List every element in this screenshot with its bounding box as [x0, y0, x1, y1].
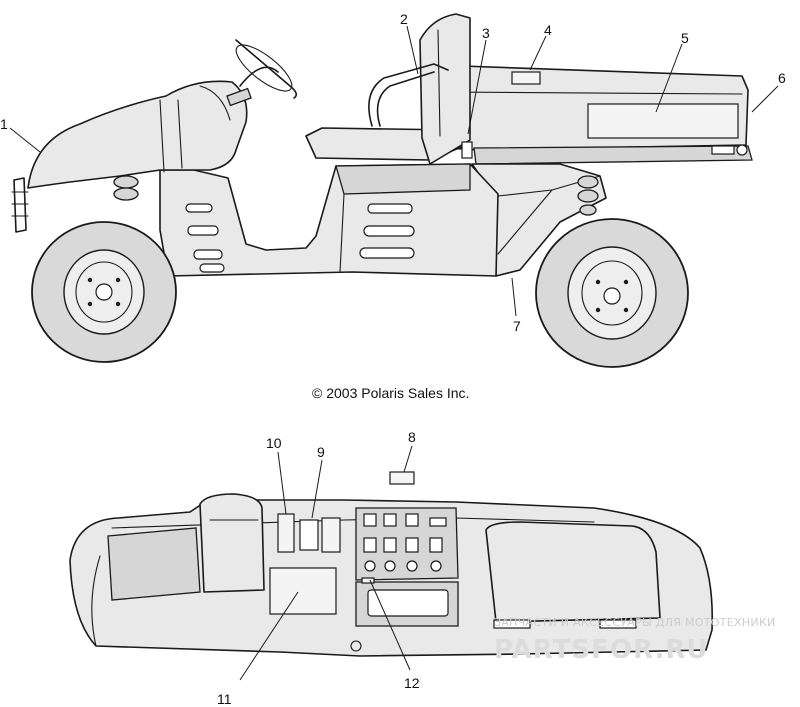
callout-5: 5 — [681, 30, 689, 46]
callout-3: 3 — [482, 25, 490, 41]
copyright-text: © 2003 Polaris Sales Inc. — [312, 385, 469, 401]
front-wheel — [31, 221, 177, 363]
seat-assembly — [305, 13, 473, 165]
callout-11: 11 — [217, 691, 232, 707]
callout-12: 12 — [404, 675, 420, 691]
callout-9: 9 — [317, 444, 325, 460]
callout-10: 10 — [266, 435, 282, 451]
vehicle-side-view — [9, 13, 779, 368]
cargo-box — [445, 65, 753, 165]
callout-1: 1 — [0, 116, 8, 132]
callout-6: 6 — [778, 70, 786, 86]
callout-4: 4 — [544, 22, 552, 38]
main-body — [159, 163, 499, 277]
switch-bank — [355, 507, 459, 581]
front-fender — [11, 39, 298, 233]
decal-4-shape — [511, 71, 541, 85]
callout-leaders-dashboard — [239, 445, 413, 681]
watermark-brand: PARTSFOR.RU — [494, 635, 708, 665]
decal-8-shape — [389, 471, 415, 485]
decal-5-shape — [587, 103, 739, 139]
callout-7: 7 — [513, 318, 521, 334]
decal-11-shape — [269, 567, 337, 615]
decal-9-shape — [321, 517, 341, 553]
callout-8: 8 — [408, 429, 416, 445]
dashboard-view — [69, 471, 714, 657]
callout-leaders-top — [9, 25, 779, 317]
callout-2: 2 — [400, 11, 408, 27]
decal-12-shape — [361, 577, 375, 584]
watermark-tagline: ЗАПЧАСТИ И АКСЕССУАРЫ ДЛЯ МОТОТЕХНИКИ — [494, 616, 776, 629]
rear-wheel — [535, 218, 689, 368]
decal-10-shape — [277, 513, 295, 553]
